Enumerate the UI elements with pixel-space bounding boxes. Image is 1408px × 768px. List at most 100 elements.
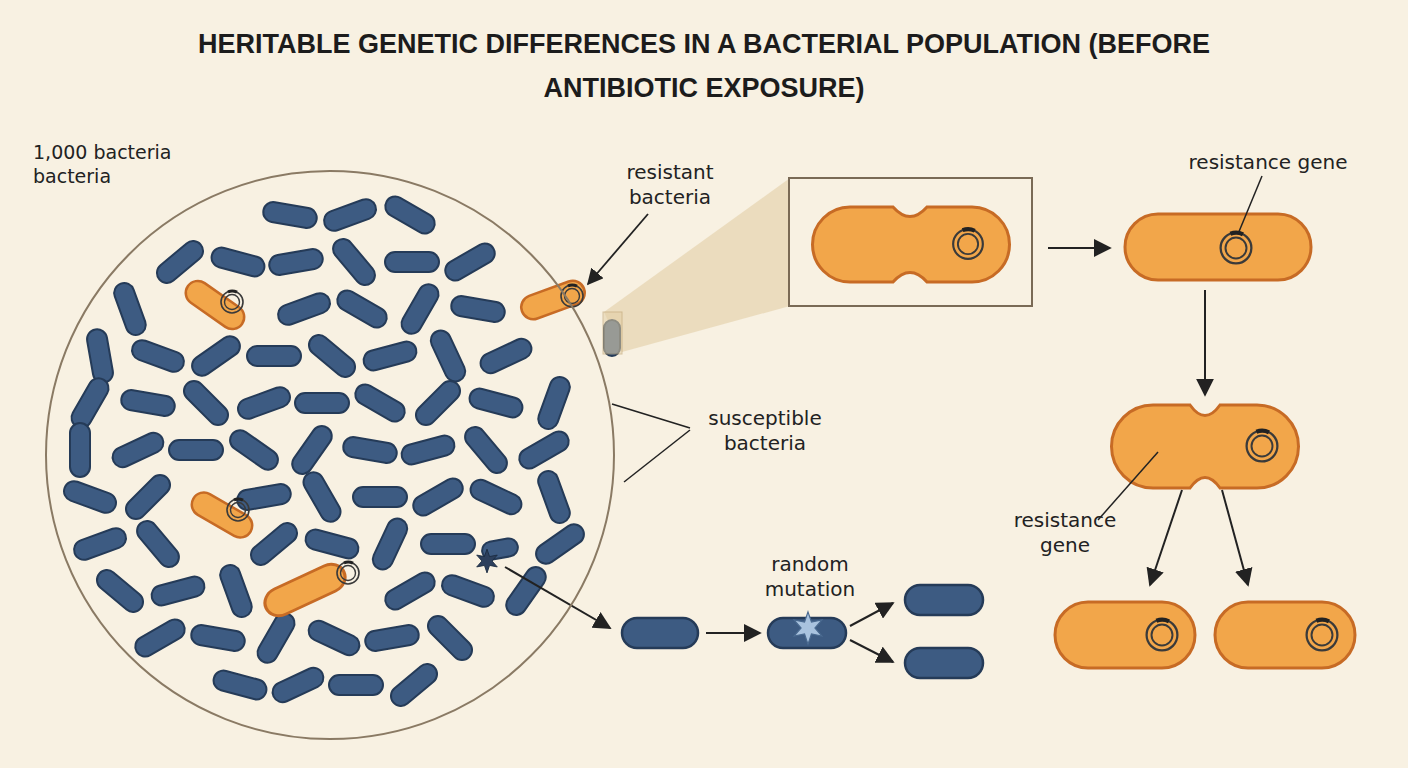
resistant-bacterium xyxy=(1215,602,1355,668)
plasmid xyxy=(953,229,983,259)
leader-arrow xyxy=(588,214,648,284)
susceptible-bacterium xyxy=(209,245,266,278)
susceptible-bacterium xyxy=(262,200,319,229)
susceptible-bacterium xyxy=(329,235,379,289)
plasmid xyxy=(221,285,583,584)
resistant-bacterium xyxy=(1125,214,1311,280)
susceptible-bacterium xyxy=(387,660,441,710)
flow-arrow xyxy=(850,603,893,626)
susceptible-bacterium xyxy=(303,527,360,560)
susceptible-bacterium xyxy=(382,569,439,613)
susceptible-bacterium xyxy=(268,247,325,276)
resistant-bacterium xyxy=(1055,602,1195,668)
gene-label: resistance gene xyxy=(1158,150,1378,175)
susceptible-bacterium xyxy=(412,377,464,429)
susceptible-bacterium xyxy=(133,517,183,571)
susceptible-bacterium xyxy=(275,290,333,327)
susceptible-bacterium xyxy=(442,240,499,284)
susceptible-bacterium xyxy=(535,468,572,526)
susceptible-bacterium xyxy=(622,618,698,648)
susceptible-bacterium xyxy=(361,339,418,372)
susceptible-bacterium xyxy=(190,623,247,652)
flow-arrow xyxy=(1204,290,1206,395)
susceptible-bacterium xyxy=(370,515,411,572)
susceptible-bacterium xyxy=(247,346,301,366)
flow-arrow xyxy=(1048,247,1110,249)
plasmid xyxy=(337,562,359,584)
susceptible-bacterium xyxy=(153,237,207,287)
circle-outline xyxy=(46,171,614,739)
susceptible-bacterium xyxy=(461,423,511,477)
susceptible-bacterium xyxy=(334,287,391,331)
susceptible-bacterium xyxy=(236,482,293,511)
susceptible-bacterium xyxy=(421,534,475,554)
flow-arrow xyxy=(1150,490,1182,585)
flow-arrow xyxy=(1222,490,1248,585)
resistant-bacterium xyxy=(187,488,256,542)
susceptible-bacterium xyxy=(70,423,90,477)
susceptible-bacterium xyxy=(226,426,282,473)
susceptible-bacterium xyxy=(399,433,456,466)
susceptible-bacterium xyxy=(149,574,206,607)
susceptible-bacterium xyxy=(516,428,573,472)
population-circle: 1,000 bacteria bacteria xyxy=(45,170,615,740)
susceptible-bacterium xyxy=(109,430,166,471)
plasmid xyxy=(1247,431,1278,462)
susceptible-bacterium xyxy=(905,585,983,615)
susceptible-bacterium xyxy=(428,327,469,384)
susceptible-bacterium xyxy=(68,375,112,432)
susceptible-bacterium xyxy=(329,675,383,695)
susceptible-bacterium xyxy=(321,196,379,233)
plasmid xyxy=(1307,620,1338,651)
susceptible-bacterium xyxy=(439,572,497,609)
susceptible-bacterium xyxy=(269,665,326,706)
susceptible-bacterium xyxy=(122,471,174,523)
susceptible-bacterium xyxy=(85,328,114,385)
susceptible-bacterium xyxy=(353,487,407,507)
susceptible-bacterium xyxy=(217,562,254,620)
leader-line xyxy=(1238,176,1262,234)
susceptible-bacterium xyxy=(93,566,147,616)
susceptible-bacterium xyxy=(211,668,268,701)
callout-label: resistant bacteria xyxy=(603,160,737,210)
susceptible-bacterium xyxy=(398,281,442,338)
plasmid xyxy=(221,291,243,313)
susceptible-bacterium xyxy=(61,478,119,515)
susceptible-bacterium xyxy=(288,422,335,478)
susceptible-bacterium xyxy=(111,280,148,338)
plasmid xyxy=(1221,233,1252,264)
flow-arrow xyxy=(850,640,893,662)
susceptible-bacterium xyxy=(382,193,439,237)
susceptible-bacterium xyxy=(385,252,439,272)
dividing-bacterium xyxy=(813,207,1010,282)
susceptible-bacterium xyxy=(254,610,298,667)
susceptible-bacterium xyxy=(247,519,301,569)
susceptible-bacterium xyxy=(502,563,549,619)
susceptible-bacterium xyxy=(352,381,409,425)
gene-label: resistance gene xyxy=(998,508,1132,558)
susceptible-bacterium xyxy=(129,337,187,374)
resistant-bacterium xyxy=(260,559,349,620)
susceptible-bacterium xyxy=(467,477,524,518)
process-label: random mutation xyxy=(748,552,872,602)
susceptible-bacterium xyxy=(535,374,572,432)
susceptible-bacterium xyxy=(905,648,983,678)
susceptible-bacterium xyxy=(477,336,534,377)
callout-label: susceptible bacteria xyxy=(690,406,840,456)
mutation-star xyxy=(794,612,822,644)
susceptible-bacterium xyxy=(424,612,476,664)
susceptible-bacterium xyxy=(450,294,507,323)
zoom-box xyxy=(789,178,1032,306)
susceptible-bacterium xyxy=(300,469,344,526)
zoom-marker xyxy=(603,312,622,354)
susceptible-bacterium xyxy=(295,393,349,413)
mutation-star xyxy=(477,549,498,573)
susceptible-bacterium xyxy=(467,386,524,419)
susceptible-bacterium xyxy=(410,475,467,519)
susceptible-bacterium xyxy=(180,377,232,429)
plasmid xyxy=(1147,620,1178,651)
susceptible-bacterium xyxy=(305,618,362,659)
resistant-bacterium xyxy=(181,276,588,620)
susceptible-bacterium xyxy=(188,332,244,379)
